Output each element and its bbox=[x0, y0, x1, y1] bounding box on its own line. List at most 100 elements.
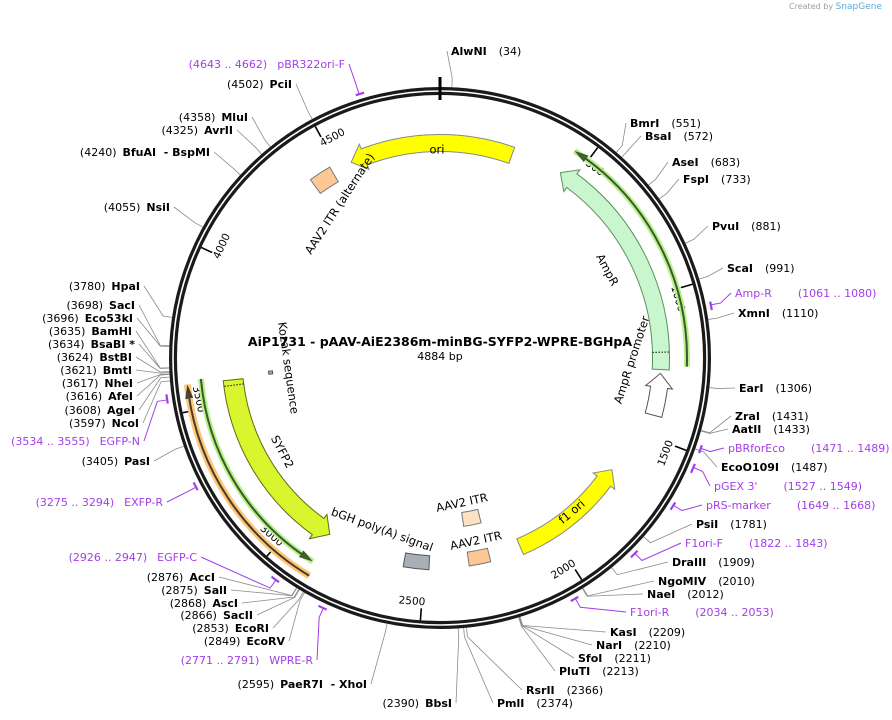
primer-name: pBR322ori-F bbox=[277, 58, 345, 71]
enzyme-site[interactable]: (3780)HpaI bbox=[69, 280, 140, 293]
enzyme-site[interactable]: (2876)AccI bbox=[147, 571, 215, 584]
enzyme-site[interactable]: NgoMIV(2010) bbox=[658, 575, 755, 588]
enzyme-position: (3634) bbox=[48, 338, 85, 351]
enzyme-site[interactable]: NarI(2210) bbox=[596, 639, 671, 652]
enzyme-position: (2210) bbox=[634, 639, 671, 652]
enzyme-name: PmlI bbox=[497, 697, 524, 710]
enzyme-site[interactable]: (3634)BsaBI * bbox=[48, 338, 135, 351]
enzyme-site[interactable]: EcoO109I(1487) bbox=[721, 461, 828, 474]
wpre-line bbox=[187, 393, 310, 577]
enzyme-site[interactable]: (4325)AvrII bbox=[162, 124, 233, 137]
enzyme-site[interactable]: EarI(1306) bbox=[739, 382, 812, 395]
enzyme-leader-line bbox=[695, 448, 718, 468]
enzyme-site[interactable]: (3608)AgeI bbox=[64, 404, 135, 417]
snapgene-logo: SnapGene bbox=[835, 2, 882, 12]
enzyme-site[interactable]: (2849)EcoRV bbox=[204, 635, 286, 648]
enzyme-site[interactable]: (3696)Eco53kI bbox=[42, 312, 133, 325]
map-title: AiP1731 - pAAV-AiE2386m-minBG-SYFP2-WPRE… bbox=[248, 334, 632, 349]
enzyme-site[interactable]: KasI(2209) bbox=[610, 626, 685, 639]
enzyme-site[interactable]: RsrII(2366) bbox=[526, 684, 603, 697]
tick-mark bbox=[589, 147, 599, 158]
enzyme-site[interactable]: (3597)NcoI bbox=[69, 417, 139, 430]
enzyme-leader-line bbox=[218, 576, 297, 596]
enzyme-leader-line bbox=[138, 376, 170, 411]
enzyme-site[interactable]: (4358)MluI bbox=[179, 111, 248, 124]
feature-label: bGH poly(A) signal bbox=[329, 505, 435, 555]
enzyme-name: EarI bbox=[739, 382, 763, 395]
enzyme-name: EcoRV bbox=[246, 635, 285, 648]
feature-ampr[interactable] bbox=[559, 169, 670, 371]
feature-aav2-itr[interactable] bbox=[461, 508, 482, 527]
enzyme-site[interactable]: (3621)BmtI bbox=[60, 364, 132, 377]
primer-leader-line bbox=[575, 599, 627, 613]
primer-label[interactable]: (2926 .. 2947)EGFP-C bbox=[69, 551, 198, 564]
enzyme-leader-line bbox=[466, 627, 523, 691]
enzyme-site[interactable]: AseI(683) bbox=[672, 156, 740, 169]
enzyme-site[interactable]: AlwNI(34) bbox=[451, 45, 521, 58]
primer-label[interactable]: pRS-marker(1649 .. 1668) bbox=[706, 499, 875, 512]
enzyme-site[interactable]: (4055)NsiI bbox=[104, 201, 170, 214]
enzyme-site[interactable]: PsiI(1781) bbox=[696, 518, 767, 531]
enzyme-leader-line bbox=[616, 122, 627, 153]
feature-f1-ori[interactable] bbox=[516, 469, 616, 556]
enzyme-site[interactable]: BmrI(551) bbox=[630, 117, 701, 130]
primer-label[interactable]: (3534 .. 3555)EGFP-N bbox=[11, 435, 140, 448]
enzyme-site[interactable]: (2866)SacII bbox=[180, 609, 253, 622]
enzyme-site[interactable]: (2853)EcoRI bbox=[192, 622, 269, 635]
enzyme-site[interactable]: (4502)PciI bbox=[227, 78, 292, 91]
primer-label[interactable]: pGEX 3'(1527 .. 1549) bbox=[714, 480, 862, 493]
feature-aav2-itr[interactable] bbox=[466, 547, 492, 567]
enzyme-site[interactable]: (4240)BfuAI - BspMI bbox=[80, 146, 210, 159]
map-length: 4884 bp bbox=[417, 350, 462, 363]
enzyme-leader-line bbox=[709, 387, 736, 389]
enzyme-site[interactable]: BsaI(572) bbox=[645, 130, 713, 143]
enzyme-position: (3621) bbox=[60, 364, 97, 377]
feature-ori[interactable] bbox=[350, 134, 516, 171]
primer-label[interactable]: F1ori-F(1822 .. 1843) bbox=[685, 537, 828, 550]
primer-leader-line bbox=[348, 63, 360, 94]
enzyme-leader-line bbox=[699, 267, 724, 280]
enzyme-site[interactable]: AatII(1433) bbox=[732, 423, 810, 436]
enzyme-site[interactable]: DraIII(1909) bbox=[672, 556, 755, 569]
feature-kozak-sequence[interactable] bbox=[267, 370, 274, 375]
feature-bgh-poly-a-signal[interactable] bbox=[402, 552, 431, 571]
primer-label[interactable]: F1ori-R(2034 .. 2053) bbox=[630, 606, 774, 619]
enzyme-site[interactable]: (3624)BstBI bbox=[57, 351, 132, 364]
enzyme-site[interactable]: (3617)NheI bbox=[62, 377, 133, 390]
enzyme-site[interactable]: PmlI(2374) bbox=[497, 697, 573, 710]
primer-label[interactable]: pBRforEco(1471 .. 1489) bbox=[728, 442, 890, 455]
enzyme-position: (3624) bbox=[57, 351, 94, 364]
enzyme-site[interactable]: (2390)BbsI bbox=[383, 697, 452, 710]
enzyme-site[interactable]: (3616)AfeI bbox=[66, 390, 133, 403]
enzyme-site[interactable]: ScaI(991) bbox=[727, 262, 795, 275]
enzyme-leader-line bbox=[701, 415, 732, 434]
enzyme-site[interactable]: (3635)BamHI bbox=[49, 325, 132, 338]
enzyme-site[interactable]: PluTI(2213) bbox=[559, 665, 639, 678]
feature-ampr-promoter[interactable] bbox=[644, 372, 674, 419]
enzyme-leader-line bbox=[518, 617, 556, 672]
enzyme-leader-line bbox=[582, 588, 644, 597]
enzyme-site[interactable]: PvuI(881) bbox=[712, 220, 781, 233]
primer-leader-line bbox=[701, 447, 725, 453]
primer-label[interactable]: (3275 .. 3294)EXFP-R bbox=[36, 496, 164, 509]
primer-label[interactable]: (4643 .. 4662)pBR322ori-F bbox=[189, 58, 345, 71]
enzyme-position: (683) bbox=[711, 156, 741, 169]
feature-syfp2[interactable] bbox=[222, 378, 331, 540]
syfp2-translation-arrow bbox=[298, 550, 313, 562]
enzyme-site[interactable]: XmnI(1110) bbox=[738, 307, 818, 320]
enzyme-site[interactable]: SfoI(2211) bbox=[578, 652, 651, 665]
enzyme-site[interactable]: NaeI(2012) bbox=[647, 588, 724, 601]
enzyme-site[interactable]: (3405)PasI bbox=[82, 455, 150, 468]
enzyme-name: NheI bbox=[104, 377, 133, 390]
enzyme-site[interactable]: ZraI(1431) bbox=[735, 410, 809, 423]
primer-label[interactable]: (2771 .. 2791)WPRE-R bbox=[181, 654, 314, 667]
enzyme-site[interactable]: (2868)AscI bbox=[170, 597, 238, 610]
enzyme-site[interactable]: (3698)SacI bbox=[66, 299, 135, 312]
feature-aav2-itr-alternate-[interactable] bbox=[309, 166, 339, 195]
enzyme-site[interactable]: (2595)PaeR7I - XhoI bbox=[238, 678, 367, 691]
enzyme-site[interactable]: (2875)SalI bbox=[161, 584, 227, 597]
primer-leader-line bbox=[143, 399, 167, 442]
primer-label[interactable]: Amp-R(1061 .. 1080) bbox=[735, 287, 876, 300]
primer-name: EXFP-R bbox=[124, 496, 163, 509]
enzyme-site[interactable]: FspI(733) bbox=[683, 173, 751, 186]
